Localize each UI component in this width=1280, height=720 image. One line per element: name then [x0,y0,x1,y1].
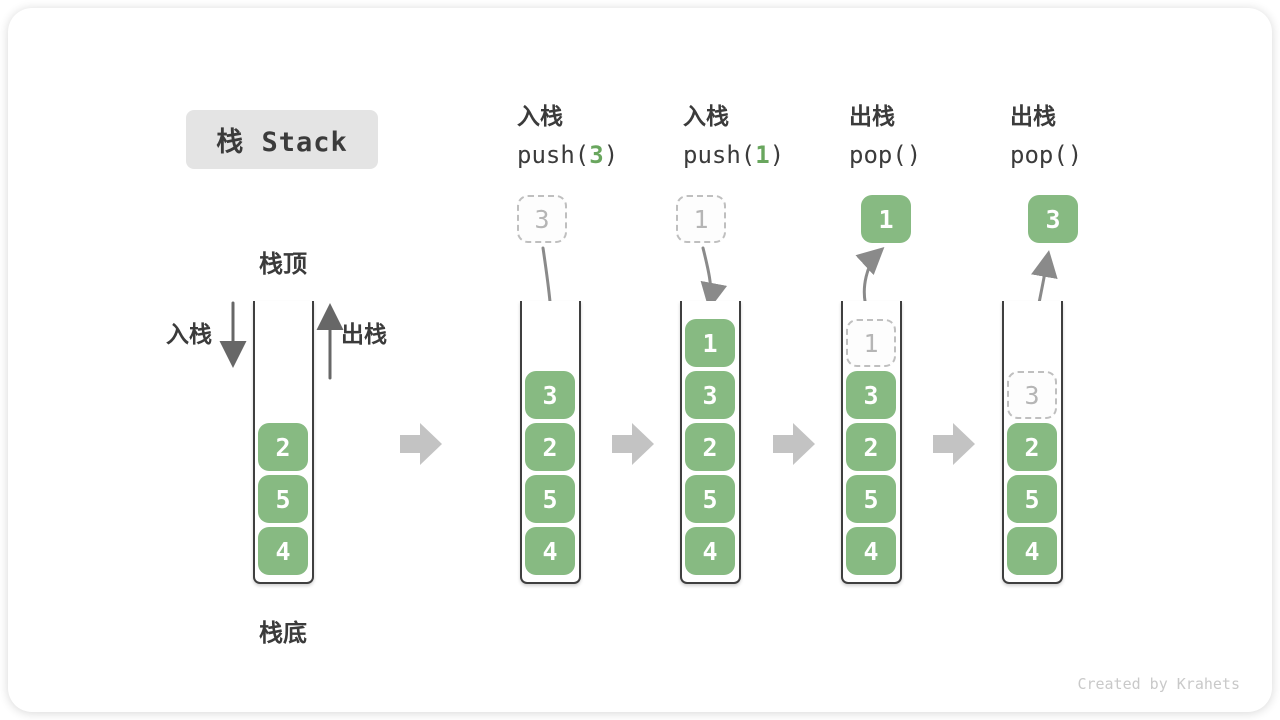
operation-code: push(1) [683,141,785,169]
stack-item-3: 3 [846,371,896,419]
stack-item-4: 4 [846,527,896,575]
operation-name: 入栈 [517,104,563,130]
operation-name: 出栈 [1010,104,1056,130]
operation-name: 出栈 [849,104,895,130]
stack-top-label: 栈顶 [259,250,307,278]
operation-label-2: 入栈 push(1) [683,103,784,169]
operation-label-3: 出栈 pop() [849,103,921,169]
stack-item-5: 5 [685,475,735,523]
pending-push-item-1: 1 [676,195,726,243]
stack-item-4: 4 [525,527,575,575]
popped-item-1: 1 [861,195,911,243]
ghost-item-3: 3 [1007,371,1057,419]
stack-bottom-label: 栈底 [259,619,307,647]
title-box: 栈 Stack [186,110,378,169]
stack-item-1: 1 [685,319,735,367]
ghost-item-1: 1 [846,319,896,367]
stack-item-5: 5 [258,475,308,523]
operation-name: 入栈 [683,104,729,130]
watermark: Created by Krahets [1077,675,1240,693]
operation-code: push(3) [517,141,619,169]
stack-item-4: 4 [685,527,735,575]
stack-item-5: 5 [525,475,575,523]
pop-side-label: 出栈 [341,322,387,348]
stack-item-2: 2 [525,423,575,471]
push-side-label: 入栈 [166,322,212,348]
operation-label-4: 出栈 pop() [1010,103,1082,169]
pending-push-item-3: 3 [517,195,567,243]
stack-item-5: 5 [846,475,896,523]
stack-item-3: 3 [525,371,575,419]
operation-label-1: 入栈 push(3) [517,103,618,169]
popped-item-3: 3 [1028,195,1078,243]
stack-item-2: 2 [685,423,735,471]
stack-item-4: 4 [1007,527,1057,575]
operation-code: pop() [1010,141,1083,169]
operation-code: pop() [849,141,922,169]
stack-item-2: 2 [258,423,308,471]
page-title: 栈 Stack [216,127,348,158]
stack-item-2: 2 [846,423,896,471]
stack-item-5: 5 [1007,475,1057,523]
stack-item-2: 2 [1007,423,1057,471]
stack-item-4: 4 [258,527,308,575]
stack-item-3: 3 [685,371,735,419]
